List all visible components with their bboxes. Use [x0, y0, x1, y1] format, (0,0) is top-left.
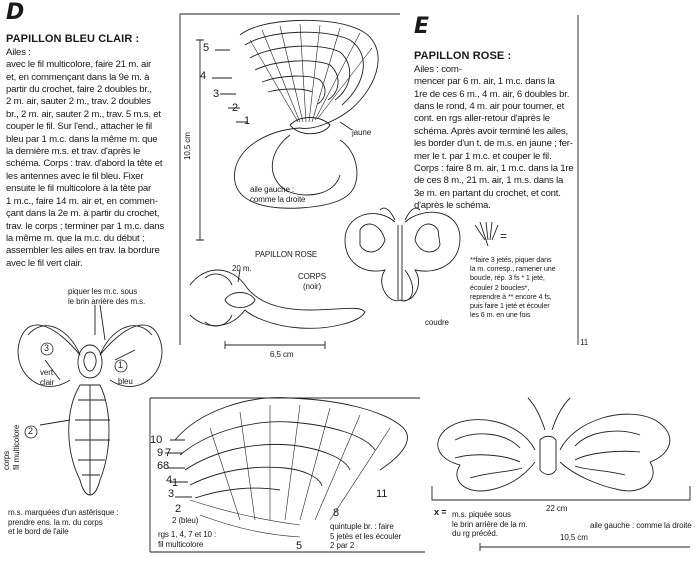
quintuple-note: quintuple br. : faire 5 jetés et les éco…: [330, 522, 402, 550]
section-e-title: PAPILLON ROSE :: [414, 50, 512, 63]
bottom-row-6: 6: [157, 460, 164, 472]
row-label-3: 3: [213, 88, 220, 100]
bottom-label-8: 8: [333, 507, 340, 519]
bottom-label-5: 5: [296, 540, 303, 552]
bottom-row-7: 7: [165, 447, 172, 459]
label-jaune: jaune: [352, 128, 372, 137]
right-width: 22 cm: [546, 504, 568, 513]
row-label-1: 1: [244, 115, 251, 127]
stitch-note: **faire 3 jetés, piquer dans la m. corre…: [470, 255, 556, 320]
label-bleu: bleu: [118, 377, 133, 386]
rgs-note: rgs 1, 4, 7 et 10 : fil multicolore: [158, 530, 217, 549]
section-e-text: PAPILLON ROSE : Ailes : com- mencer par …: [414, 38, 576, 213]
blue-label-2: 2: [28, 426, 33, 436]
section-d-letter: D: [6, 0, 25, 25]
bottom-row-9: 9: [157, 447, 164, 459]
row-label-5: 5: [203, 42, 210, 54]
label-vert-clair: vert clair: [40, 368, 55, 387]
label-2-bleu: 2 (bleu): [172, 516, 199, 525]
section-d-title: PAPILLON BLEU CLAIR :: [6, 33, 140, 46]
legend-text: m.s. piquée sous le brin arrière de la m…: [452, 510, 528, 538]
right-height: 10,5 cm: [560, 533, 588, 542]
bottom-row-1: 1: [172, 477, 179, 489]
caption-papillon-rose: PAPILLON ROSE: [255, 250, 318, 259]
blue-label-1: 1: [118, 360, 123, 370]
row-label-4: 4: [200, 70, 207, 82]
label-corps-noir: CORPS (noir): [298, 272, 326, 291]
label-corps-multicolore: corps fil multicolore: [2, 424, 21, 470]
bottom-row-2: 2: [175, 503, 182, 515]
wing-note: aile gauche : comme la droite: [250, 185, 306, 204]
label-20m: 20 m.: [232, 264, 252, 273]
bottom-row-8: 8: [163, 460, 170, 472]
bottom-label-11: 11: [376, 488, 388, 500]
label-coudre: coudre: [425, 318, 449, 327]
bottom-row-4: 4: [166, 474, 173, 486]
blue-label-3: 3: [44, 343, 49, 353]
right-wing-note: aile gauche : comme la droite: [590, 521, 692, 530]
blue-note: piquer les m.c. sous le brin arrière des…: [68, 287, 146, 306]
section-e-letter: E: [414, 14, 430, 39]
asterisk-note: m.s. marquées d'un astérisque : prendre …: [8, 508, 119, 536]
bottom-row-3: 3: [168, 488, 175, 500]
height-label: 10,5 cm: [183, 132, 192, 160]
bottom-row-10: 10: [150, 434, 163, 446]
legend-symbol: x =: [434, 507, 447, 517]
row-label-2: 2: [232, 102, 239, 114]
section-e-body: Ailes : com- mencer par 6 m. air, 1 m.c.…: [414, 63, 574, 212]
section-d-body: Ailes : avec le fil multicolore, faire 2…: [6, 46, 164, 269]
section-d-text: PAPILLON BLEU CLAIR : Ailes : avec le fi…: [6, 21, 178, 270]
symbol-equals: =: [500, 229, 507, 243]
page-number: 11: [580, 338, 589, 347]
width-label: 6,5 cm: [270, 350, 294, 359]
